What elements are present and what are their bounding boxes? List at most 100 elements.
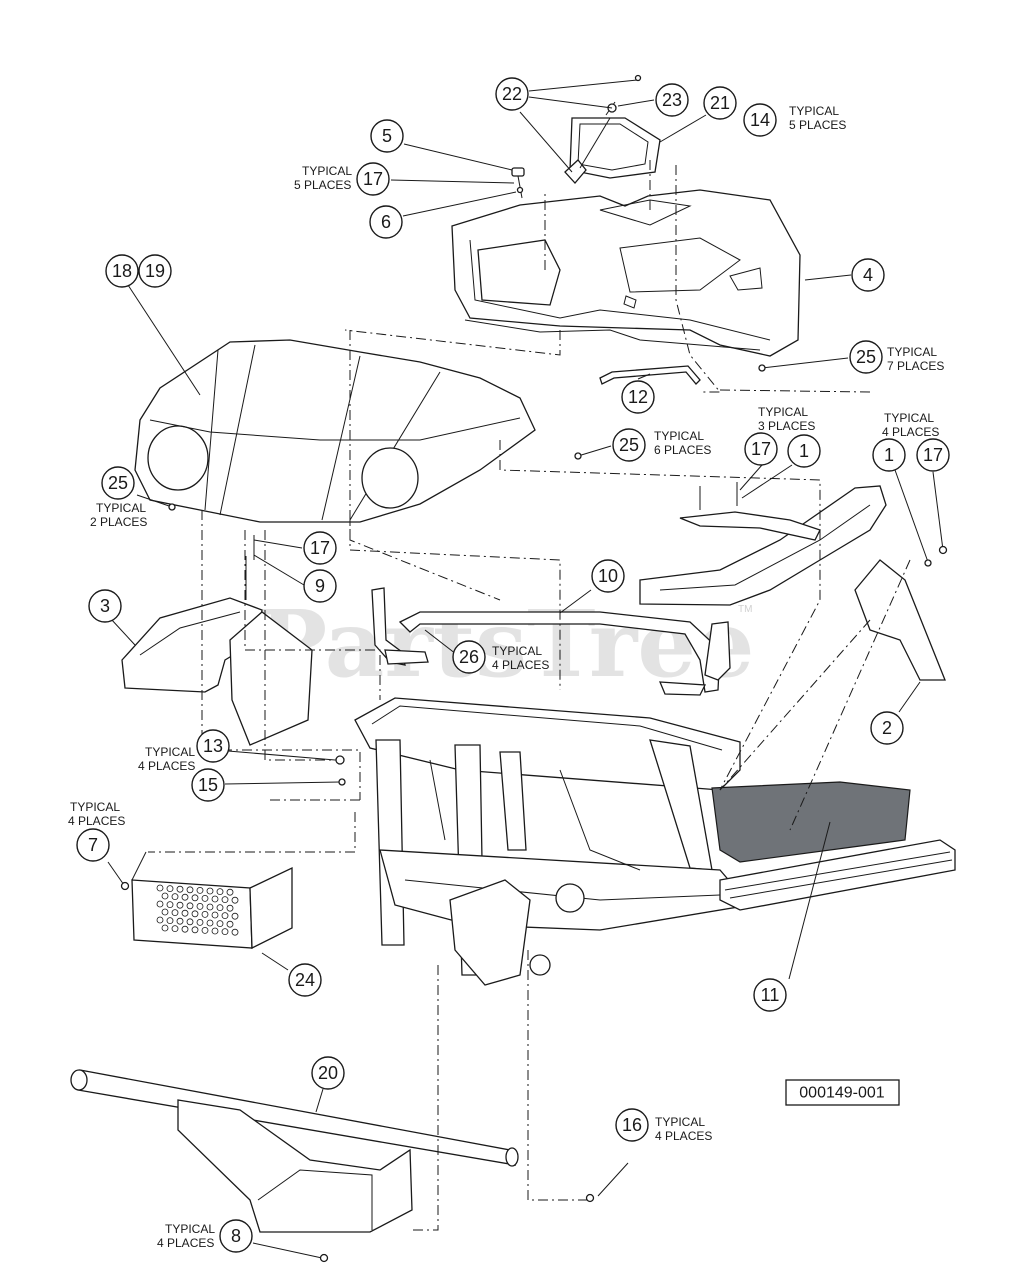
perforation-hole bbox=[221, 912, 229, 919]
part-right-fender bbox=[639, 485, 946, 681]
typical-notes: TYPICAL 5 PLACES TYPICAL 5 PLACES TYPICA… bbox=[68, 104, 944, 1250]
perforation-hole bbox=[196, 919, 204, 926]
hardware-fasteners bbox=[120, 364, 948, 1263]
svg-text:25: 25 bbox=[619, 435, 639, 455]
svg-text:1: 1 bbox=[884, 445, 894, 465]
perforation-hole bbox=[186, 918, 194, 926]
svg-text:14: 14 bbox=[750, 110, 770, 130]
svg-text:21: 21 bbox=[710, 93, 730, 113]
perforation-hole bbox=[166, 885, 174, 892]
svg-text:15: 15 bbox=[198, 775, 218, 795]
callout-17-middle-right: 17 bbox=[744, 432, 778, 466]
perforation-hole bbox=[161, 924, 169, 932]
svg-text:6: 6 bbox=[381, 212, 391, 232]
perforation-hole bbox=[191, 910, 199, 918]
svg-text:4 PLACES: 4 PLACES bbox=[655, 1129, 712, 1143]
part-left-fender bbox=[121, 597, 313, 746]
callout-25-center: 25 bbox=[612, 428, 646, 462]
callout-17-top: 17 bbox=[356, 162, 390, 196]
note-typical-5-places-17: TYPICAL 5 PLACES bbox=[294, 164, 352, 192]
svg-text:9: 9 bbox=[315, 576, 325, 596]
svg-text:3: 3 bbox=[100, 596, 110, 616]
svg-text:5 PLACES: 5 PLACES bbox=[294, 178, 351, 192]
perforation-hole bbox=[181, 893, 189, 901]
svg-text:25: 25 bbox=[856, 347, 876, 367]
svg-text:1: 1 bbox=[799, 441, 809, 461]
part-chassis-frame bbox=[354, 697, 752, 986]
perforation-hole bbox=[196, 903, 204, 910]
perforation-hole bbox=[211, 927, 219, 935]
perforation-hole bbox=[161, 908, 169, 916]
svg-text:4 PLACES: 4 PLACES bbox=[882, 425, 939, 439]
part-floor-mat bbox=[711, 781, 911, 863]
svg-text:2 PLACES: 2 PLACES bbox=[90, 515, 147, 529]
callout-25-right: 25 bbox=[849, 340, 883, 374]
leader-lines bbox=[107, 79, 944, 1259]
callout-16: 16 bbox=[615, 1108, 649, 1142]
perforation-hole bbox=[171, 925, 179, 932]
perforation-hole bbox=[216, 888, 224, 895]
perforation-hole bbox=[211, 895, 219, 903]
callout-15: 15 bbox=[191, 768, 225, 802]
callout-11: 11 bbox=[753, 978, 787, 1012]
perforation-hole bbox=[171, 893, 179, 900]
callout-10: 10 bbox=[591, 559, 625, 593]
watermark-trademark: TM bbox=[738, 604, 752, 615]
part-tube-support bbox=[371, 587, 731, 696]
svg-text:22: 22 bbox=[502, 84, 522, 104]
svg-text:25: 25 bbox=[108, 473, 128, 493]
callout-2: 2 bbox=[870, 711, 904, 745]
svg-text:8: 8 bbox=[231, 1226, 241, 1246]
callout-19: 19 bbox=[138, 254, 172, 288]
perforation-hole bbox=[231, 928, 239, 936]
part-cup-holder bbox=[564, 117, 661, 184]
svg-text:4 PLACES: 4 PLACES bbox=[138, 759, 195, 773]
callout-20: 20 bbox=[311, 1056, 345, 1090]
svg-text:17: 17 bbox=[923, 445, 943, 465]
perforation-hole bbox=[156, 916, 164, 924]
svg-text:TYPICAL: TYPICAL bbox=[884, 411, 934, 425]
svg-text:23: 23 bbox=[662, 90, 682, 110]
part-rear-body-shell bbox=[451, 189, 801, 357]
perforation-hole bbox=[166, 901, 174, 908]
watermark-text: PartsTree bbox=[258, 590, 754, 698]
part-perforated-panel bbox=[131, 851, 293, 950]
svg-text:TYPICAL: TYPICAL bbox=[655, 1115, 705, 1129]
svg-text:TYPICAL: TYPICAL bbox=[789, 104, 839, 118]
callout-25-left: 25 bbox=[101, 466, 135, 500]
perforation-hole bbox=[201, 927, 209, 934]
perforation-hole bbox=[206, 887, 214, 895]
svg-text:19: 19 bbox=[145, 261, 165, 281]
callout-5: 5 bbox=[370, 119, 404, 153]
note-typical-4-places-13: TYPICAL 4 PLACES bbox=[138, 745, 195, 773]
perforation-hole bbox=[176, 917, 184, 925]
callout-8: 8 bbox=[219, 1219, 253, 1253]
callout-6: 6 bbox=[369, 205, 403, 239]
perforation-hole bbox=[201, 911, 209, 918]
callout-1-upper: 1 bbox=[787, 434, 821, 468]
svg-text:TYPICAL: TYPICAL bbox=[302, 164, 352, 178]
perforation-hole bbox=[166, 917, 174, 924]
callout-17-far-right: 17 bbox=[916, 438, 950, 472]
svg-text:4 PLACES: 4 PLACES bbox=[68, 814, 125, 828]
callout-22: 22 bbox=[495, 77, 529, 111]
note-typical-4-places-fender: TYPICAL 4 PLACES bbox=[882, 411, 939, 439]
part-front-bumper bbox=[70, 1069, 519, 1233]
svg-text:TYPICAL: TYPICAL bbox=[654, 429, 704, 443]
svg-text:TYPICAL: TYPICAL bbox=[96, 501, 146, 515]
callout-bubbles: 1 1 2 3 4 5 6 7 8 9 10 11 12 13 14 15 16… bbox=[76, 77, 950, 1253]
svg-text:6 PLACES: 6 PLACES bbox=[654, 443, 711, 457]
callout-17-center: 17 bbox=[303, 531, 337, 565]
callout-13: 13 bbox=[196, 729, 230, 763]
svg-text:17: 17 bbox=[363, 169, 383, 189]
svg-text:26: 26 bbox=[459, 647, 479, 667]
callout-1-right: 1 bbox=[872, 438, 906, 472]
perforation-hole bbox=[206, 919, 214, 927]
perforation-hole bbox=[191, 926, 199, 934]
part-bracket-strap bbox=[599, 365, 701, 385]
svg-text:11: 11 bbox=[761, 985, 780, 1005]
part-floor-rails bbox=[719, 839, 956, 911]
svg-text:000149-001: 000149-001 bbox=[799, 1085, 885, 1102]
svg-text:4 PLACES: 4 PLACES bbox=[492, 658, 549, 672]
